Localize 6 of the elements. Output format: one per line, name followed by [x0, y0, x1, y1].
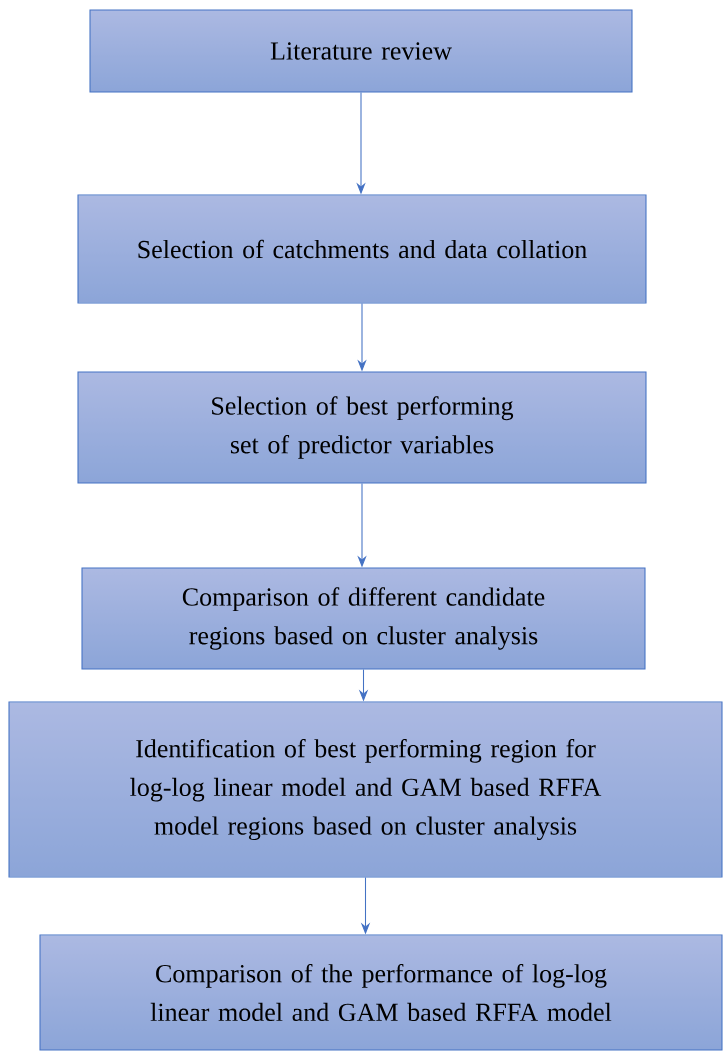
- process-box: Identification of best performing region for log-log linear model and GAM based RFFA model regions based on cluster analysis: [8, 701, 723, 878]
- process-box: Selection of best performing set of predictor variables: [77, 371, 647, 484]
- process-box: Comparison of the performance of log-log linear model and GAM based RFFA model: [39, 934, 723, 1051]
- process-box: Selection of catchments and data collation: [77, 194, 647, 304]
- process-box: Literature review: [89, 9, 633, 93]
- process-box: Comparison of different candidate regions based on cluster analysis: [81, 567, 646, 670]
